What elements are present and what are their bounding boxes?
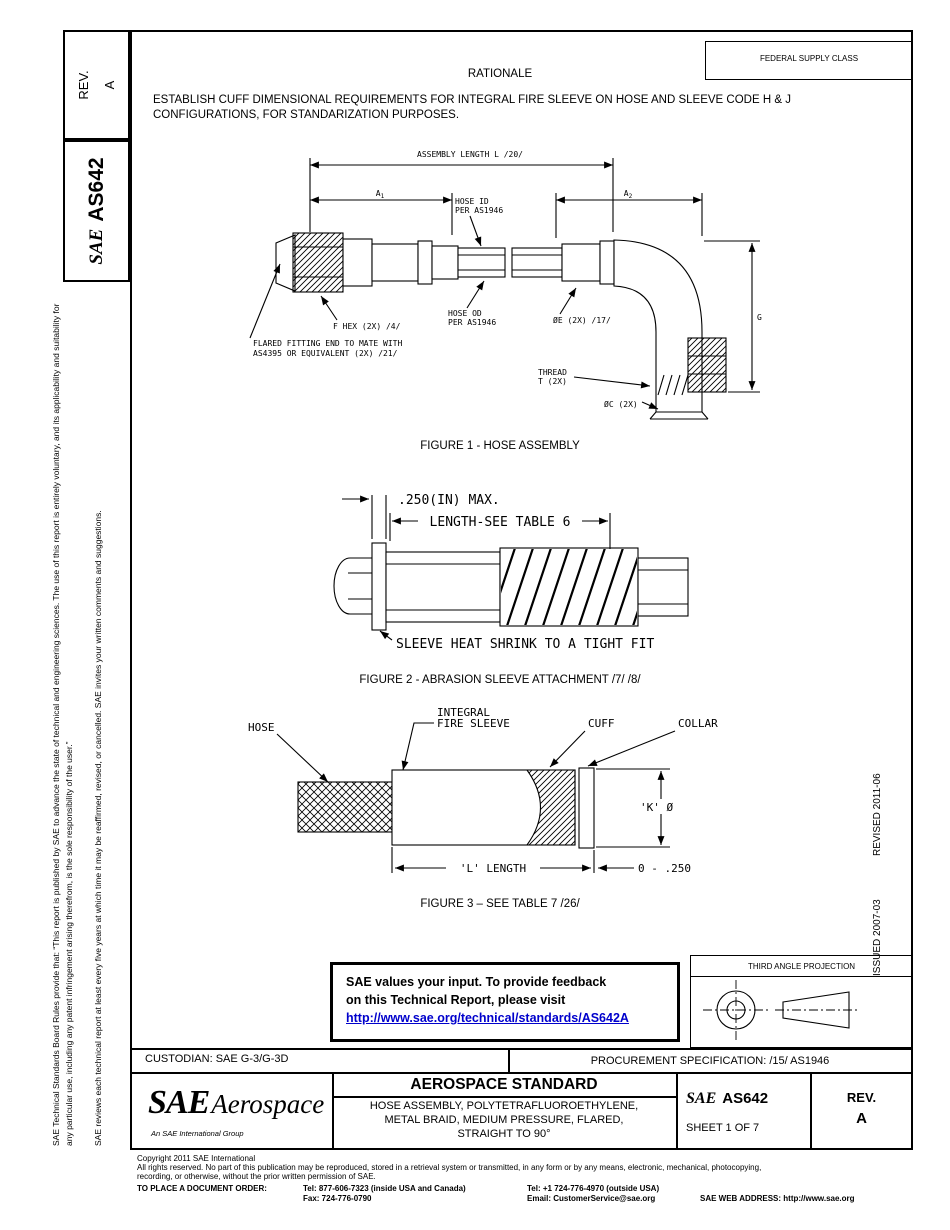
procurement-spec-label: PROCUREMENT SPECIFICATION: /15/ AS1946: [590, 1055, 830, 1067]
range-label: 0 - .250: [638, 862, 691, 875]
hose-id-label-1: HOSE ID: [455, 197, 489, 206]
sae-logo: SAE: [686, 1090, 717, 1107]
cuff-label: CUFF: [588, 717, 615, 730]
rationale-title: RATIONALE: [467, 68, 533, 80]
feedback-line-2: on this Technical Report, please visit: [346, 993, 566, 1007]
main-frame: [130, 30, 913, 1150]
l-length-label: 'L' LENGTH: [460, 862, 526, 875]
flared-label-1: FLARED FITTING END TO MATE WITH: [253, 339, 402, 348]
disclaimer-outer: SAE Technical Standards Board Rules prov…: [51, 303, 74, 1146]
copyright-line: Copyright 2011 SAE International: [137, 1154, 256, 1163]
figure2-caption: FIGURE 2 - ABRASION SLEEVE ATTACHMENT /7…: [359, 674, 641, 686]
doc-number-box: SAE AS642: [63, 140, 130, 282]
federal-supply-class-label: FEDERAL SUPPLY CLASS: [759, 54, 859, 63]
divider-line: [332, 1072, 334, 1150]
standard-type-heading: AEROSPACE STANDARD: [410, 1076, 598, 1093]
third-angle-projection-icon: [703, 980, 859, 1040]
feedback-link[interactable]: http://www.sae.org/technical/standards/A…: [346, 1011, 629, 1025]
revised-date: REVISED 2011-06: [872, 773, 883, 856]
tel-outside: Tel: +1 724-776-4970 (outside USA): [527, 1184, 660, 1193]
rationale-text: ESTABLISH CUFF DIMENSIONAL REQUIREMENTS …: [153, 94, 791, 121]
divider-line: [810, 1072, 812, 1150]
g-label: G: [757, 313, 762, 322]
projection-title: THIRD ANGLE PROJECTION: [691, 956, 912, 977]
figure3-labels: HOSE INTEGRAL FIRE SLEEVE CUFF COLLAR 'K…: [248, 706, 718, 875]
rev-label: REV.: [76, 70, 91, 100]
rev-box-content: REV. A: [65, 32, 128, 138]
divider-line: [130, 1072, 913, 1074]
integral-label-1: INTEGRAL: [437, 706, 490, 719]
sae-aerospace-logo: SAE Aerospace: [148, 1084, 324, 1122]
figure3-caption: FIGURE 3 – SEE TABLE 7 /26/: [420, 898, 580, 910]
figure3-geometry: [276, 722, 676, 873]
rev-value: A: [102, 80, 117, 90]
federal-supply-class-box: FEDERAL SUPPLY CLASS: [705, 41, 913, 80]
figure1-geometry: [249, 158, 760, 420]
document-title-line-3: STRAIGHT TO 90°: [457, 1128, 551, 1140]
thread-label-2: T (2X): [538, 377, 567, 386]
figure1-caption: FIGURE 1 - HOSE ASSEMBLY: [420, 440, 580, 452]
feedback-box: SAE values your input. To provide feedba…: [330, 962, 680, 1042]
k-dia-label: 'K' Ø: [640, 801, 673, 814]
flared-label-2: AS4395 OR EQUIVALENT (2X) /21/: [253, 349, 398, 358]
order-label: TO PLACE A DOCUMENT ORDER:: [137, 1184, 267, 1193]
divider-line: [676, 1072, 678, 1150]
third-angle-projection-box: THIRD ANGLE PROJECTION: [690, 955, 913, 1048]
k-label-backing: [635, 799, 685, 814]
email-address: Email: CustomerService@sae.org: [527, 1194, 656, 1203]
a2-label: A2: [624, 189, 633, 200]
collar-label: COLLAR: [678, 717, 718, 730]
rev-label: REV.: [846, 1090, 877, 1105]
custodian-label: CUSTODIAN: SAE G-3/G-3D: [145, 1053, 289, 1065]
f-hex-label: F HEX (2X) /4/: [333, 322, 401, 331]
divider-line: [332, 1096, 676, 1098]
dia-c-label: ØC (2X): [604, 399, 638, 409]
sae-logo: SAE: [148, 1084, 210, 1121]
doc-number: AS642: [84, 157, 108, 222]
document-title-line-2: METAL BRAID, MEDIUM PRESSURE, FLARED,: [384, 1114, 624, 1126]
tel-inside: Tel: 877-606-7323 (inside USA and Canada…: [303, 1184, 466, 1193]
rights-line-2: recording, or otherwise, without the pri…: [137, 1172, 376, 1181]
assembly-length-label: ASSEMBLY LENGTH L /20/: [417, 150, 523, 159]
hose-od-label-1: HOSE OD: [448, 309, 482, 318]
figure1-labels: ASSEMBLY LENGTH L /20/ A1 A2 HOSE ID PER…: [253, 150, 762, 409]
hose-label: HOSE: [248, 721, 275, 734]
fax-number: Fax: 724-776-0790: [303, 1194, 372, 1203]
rights-line-1: All rights reserved. No part of this pub…: [137, 1163, 762, 1172]
a1-label: A1: [376, 189, 385, 200]
sheet-number: SHEET 1 OF 7: [686, 1122, 760, 1134]
hose-id-label-2: PER AS1946: [455, 206, 503, 215]
hose-od-label-2: PER AS1946: [448, 318, 496, 327]
sae-logo: SAE: [85, 228, 107, 265]
feedback-line-1: SAE values your input. To provide feedba…: [346, 975, 607, 989]
document-number: AS642: [722, 1090, 769, 1107]
divider-line: [130, 1048, 913, 1050]
length-label: LENGTH-SEE TABLE 6: [430, 515, 571, 530]
figure2-drawing: .250(IN) MAX. LENGTH-SEE TABLE 6 SLEEVE …: [333, 493, 689, 652]
sleeve-label: SLEEVE HEAT SHRINK TO A TIGHT FIT: [396, 637, 654, 652]
thread-label-1: THREAD: [538, 368, 567, 377]
rev-box: REV. A: [63, 30, 130, 140]
dia-e-label: ØE (2X) /17/: [553, 315, 611, 325]
disclaimer-inner: SAE reviews each technical report at lea…: [93, 510, 103, 1146]
web-address: SAE WEB ADDRESS: http://www.sae.org: [700, 1194, 855, 1203]
max-label: .250(IN) MAX.: [398, 493, 500, 508]
document-number-cell: SAE AS642: [686, 1090, 768, 1108]
rev-value: A: [856, 1110, 867, 1127]
figure3-drawing: HOSE INTEGRAL FIRE SLEEVE CUFF COLLAR 'K…: [248, 706, 718, 875]
integral-label-2: FIRE SLEEVE: [437, 717, 510, 730]
figure2-geometry: [333, 495, 689, 641]
doc-number-content: SAE AS642: [65, 142, 128, 280]
sae-logo-subtitle: An SAE International Group: [151, 1129, 244, 1138]
figure2-labels: .250(IN) MAX. LENGTH-SEE TABLE 6 SLEEVE …: [396, 493, 654, 652]
aerospace-logo-text: Aerospace: [211, 1089, 325, 1119]
document-title-line-1: HOSE ASSEMBLY, POLYTETRAFLUOROETHYLENE,: [369, 1100, 639, 1112]
divider-line: [508, 1048, 510, 1072]
figure1-drawing: ASSEMBLY LENGTH L /20/ A1 A2 HOSE ID PER…: [249, 150, 762, 420]
